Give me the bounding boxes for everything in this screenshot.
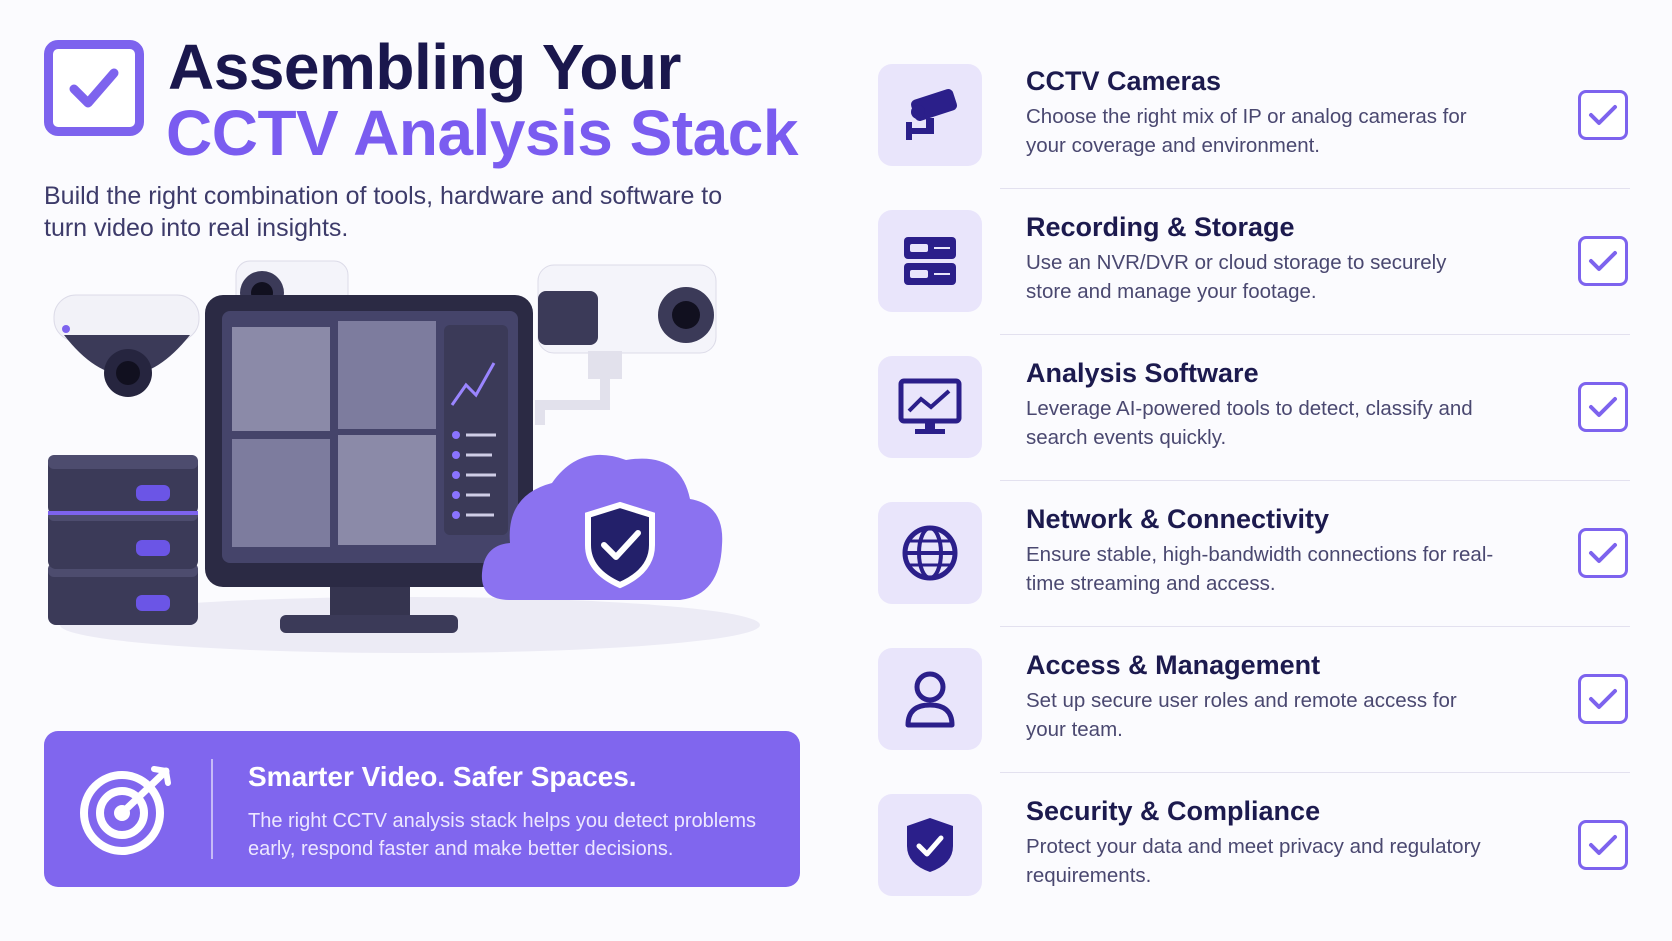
page-title-line2: CCTV Analysis Stack [166,97,798,169]
cloud-shield-icon [481,454,723,600]
target-icon [80,766,171,855]
item-title: Analysis Software [1026,358,1259,388]
monitor-icon [205,295,533,633]
checkmark-icon [1589,397,1617,417]
item-title: Security & Compliance [1026,796,1321,826]
checkmark-icon [1589,835,1617,855]
server-stack-icon [48,455,198,625]
item-checkbox[interactable] [1578,820,1628,870]
stack-item-cctv-cameras: CCTV Cameras Choose the right mix of IP … [878,58,1630,204]
item-title: Recording & Storage [1026,212,1295,242]
banner-heading: Smarter Video. Safer Spaces. [248,761,637,792]
page-title-line1: Assembling Your [168,31,681,103]
divider [1000,188,1630,189]
banner-body: The right CCTV analysis stack helps you … [248,810,756,860]
globe-icon [878,502,982,604]
stack-item-recording-storage: Recording & Storage Use an NVR/DVR or cl… [878,204,1630,350]
item-description: Protect your data and meet privacy and r… [1026,835,1481,887]
checkmark-icon [1589,105,1617,125]
storage-icon [878,210,982,312]
item-title: Network & Connectivity [1026,504,1330,534]
item-checkbox[interactable] [1578,90,1628,140]
stack-item-security-compliance: Security & Compliance Protect your data … [878,788,1630,934]
divider [1000,772,1630,773]
stack-item-access-management: Access & Management Set up secure user r… [878,642,1630,788]
item-description: Use an NVR/DVR or cloud storage to secur… [1026,251,1447,303]
checkmark-icon [1589,543,1617,563]
item-description: Leverage AI-powered tools to detect, cla… [1026,397,1473,449]
divider [1000,480,1630,481]
item-title: Access & Management [1026,650,1321,680]
stack-item-list: CCTV Cameras Choose the right mix of IP … [878,58,1630,934]
stack-item-analysis-software: Analysis Software Leverage AI-powered to… [878,350,1630,496]
divider [1000,334,1630,335]
bullet-camera-large-icon [535,264,717,425]
title-checkbox-icon [44,40,144,136]
item-checkbox[interactable] [1578,236,1628,286]
divider [1000,626,1630,627]
item-description: Choose the right mix of IP or analog cam… [1026,105,1467,157]
item-description: Set up secure user roles and remote acce… [1026,689,1457,741]
dome-camera-icon [53,294,200,397]
user-icon [878,648,982,750]
camera-icon [878,64,982,166]
page-subtitle: Build the right combination of tools, ha… [44,182,723,242]
checkmark-icon [1589,251,1617,271]
item-description: Ensure stable, high-bandwidth connection… [1026,543,1494,595]
shield-check-icon [878,794,982,896]
banner-divider [211,759,213,859]
stack-item-network-connectivity: Network & Connectivity Ensure stable, hi… [878,496,1630,642]
item-title: CCTV Cameras [1026,66,1222,96]
cctv-stack-illustration [48,260,760,653]
item-checkbox[interactable] [1578,382,1628,432]
item-checkbox[interactable] [1578,528,1628,578]
monitor-chart-icon [878,356,982,458]
checkmark-icon [1589,689,1617,709]
summary-banner: Smarter Video. Safer Spaces. The right C… [44,731,800,887]
item-checkbox[interactable] [1578,674,1628,724]
